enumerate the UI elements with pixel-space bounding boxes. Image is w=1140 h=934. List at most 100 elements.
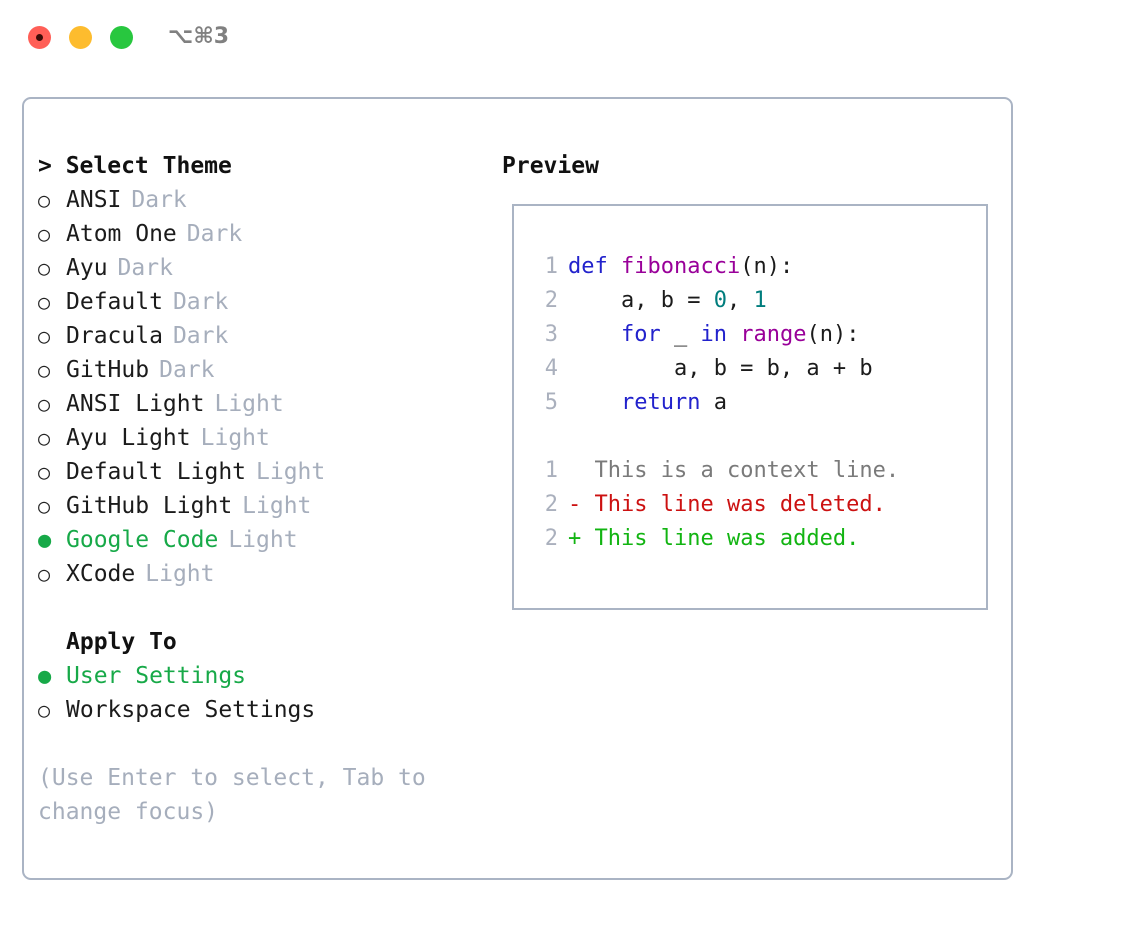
radio-unselected-icon: ○ [38, 392, 51, 416]
code-token-num: 1 [753, 288, 767, 313]
diff-line-number: 2 [544, 492, 558, 517]
radio-unselected-icon: ○ [38, 290, 51, 314]
diff-line-number: 1 [544, 458, 558, 483]
theme-option[interactable]: ○ Default Dark [38, 285, 488, 319]
radio-unselected-icon: ○ [38, 358, 51, 382]
theme-option-variant-tag: Light [242, 493, 312, 519]
code-token-num: 0 [713, 288, 727, 313]
radio-unselected-icon: ○ [38, 562, 51, 586]
apply-to-heading: Apply To [66, 629, 177, 655]
theme-option-variant-tag: Dark [172, 289, 229, 315]
close-window-button[interactable] [28, 26, 51, 49]
code-line-text: return a [568, 386, 727, 420]
theme-option-variant-tag: Dark [186, 221, 243, 247]
code-token-punc: a, b = b, a + b [568, 356, 873, 381]
apply-to-option-label: Workspace Settings [66, 697, 316, 723]
keyboard-hint-text: (Use Enter to select, Tab to change focu… [38, 765, 426, 825]
theme-option-label: Atom One [66, 221, 177, 247]
radio-unselected-icon: ○ [38, 460, 51, 484]
radio-unselected-icon: ○ [38, 188, 51, 212]
theme-option[interactable]: ○ Default Light Light [38, 455, 488, 489]
code-token-punc [568, 390, 621, 415]
theme-option-label: XCode [66, 561, 136, 587]
code-token-kw: for [620, 322, 661, 347]
theme-option[interactable]: ○ XCode Light [38, 557, 488, 591]
theme-option[interactable]: ○ Atom One Dark [38, 217, 488, 251]
diff-line-prefix [568, 454, 595, 488]
theme-option[interactable]: ○ Ayu Light Light [38, 421, 488, 455]
code-line-number: 5 [544, 390, 558, 415]
minimize-window-button[interactable] [69, 26, 92, 49]
apply-to-list: ● User Settings ○Workspace Settings [38, 659, 488, 727]
radio-unselected-icon: ○ [38, 324, 51, 348]
apply-to-option[interactable]: ● User Settings [38, 659, 488, 693]
radio-unselected-icon: ○ [38, 222, 51, 246]
code-line: 3 for _ in range(n): [514, 318, 986, 352]
theme-option-variant-tag: Light [200, 425, 270, 451]
code-token-punc: , [726, 288, 754, 313]
code-token-kw: return [620, 390, 701, 415]
code-line-number: 4 [544, 356, 558, 381]
apply-to-option[interactable]: ○Workspace Settings [38, 693, 488, 727]
diff-sample: 1 This is a context line. 2- This line wa… [514, 454, 986, 556]
diff-line-text: This is a context line. [594, 458, 900, 483]
theme-option-label: Default [66, 289, 163, 315]
preview-heading: Preview [502, 153, 599, 179]
diff-line-prefix: + [568, 526, 595, 551]
code-token-punc [727, 322, 740, 347]
code-token-kw: def [568, 254, 621, 279]
radio-unselected-icon: ○ [38, 426, 51, 450]
theme-option-label: Ayu Light [66, 425, 191, 451]
theme-option-label: Dracula [66, 323, 163, 349]
theme-option-label: GitHub [66, 357, 150, 383]
code-token-punc: (n): [806, 322, 860, 347]
code-token-punc [568, 322, 621, 347]
theme-option-label: Default Light [66, 459, 247, 485]
code-token-fn: fibonacci [620, 254, 741, 279]
theme-option-variant-tag: Light [145, 561, 215, 587]
code-line-text: def fibonacci(n): [568, 250, 793, 284]
code-line-number: 1 [544, 254, 558, 279]
zoom-window-button[interactable] [110, 26, 133, 49]
code-line: 2 a, b = 0, 1 [514, 284, 986, 318]
diff-line-prefix: - [568, 492, 595, 517]
theme-option-variant-tag: Light [228, 527, 298, 553]
code-line-text: for _ in range(n): [568, 318, 859, 352]
code-diff-spacer [514, 420, 986, 454]
theme-option[interactable]: ○ ANSI Light Light [38, 387, 488, 421]
diff-line-number: 2 [544, 526, 558, 551]
code-line-text: a, b = b, a + b [568, 352, 873, 386]
code-token-punc: _ [660, 322, 701, 347]
select-theme-heading: > Select Theme [38, 153, 232, 179]
diff-line: 1 This is a context line. [514, 454, 986, 488]
theme-option-variant-tag: Light [256, 459, 326, 485]
code-line-number: 2 [544, 288, 558, 313]
radio-unselected-icon: ○ [38, 256, 51, 280]
theme-option-label: ANSI [66, 187, 122, 213]
traffic-lights [28, 26, 133, 49]
code-line: 5 return a [514, 386, 986, 420]
theme-option-label: ANSI Light [66, 391, 205, 417]
code-line: 4 a, b = b, a + b [514, 352, 986, 386]
apply-to-option-label: User Settings [66, 663, 247, 689]
code-token-punc: (n): [740, 254, 794, 279]
radio-selected-icon: ● [38, 664, 52, 689]
code-token-punc: a, b = [568, 288, 714, 313]
code-line-text: a, b = 0, 1 [568, 284, 767, 318]
radio-selected-icon: ● [38, 528, 52, 553]
theme-option-variant-tag: Light [214, 391, 284, 417]
diff-line-text: This line was added. [594, 526, 860, 551]
code-token-punc: a [700, 390, 727, 415]
